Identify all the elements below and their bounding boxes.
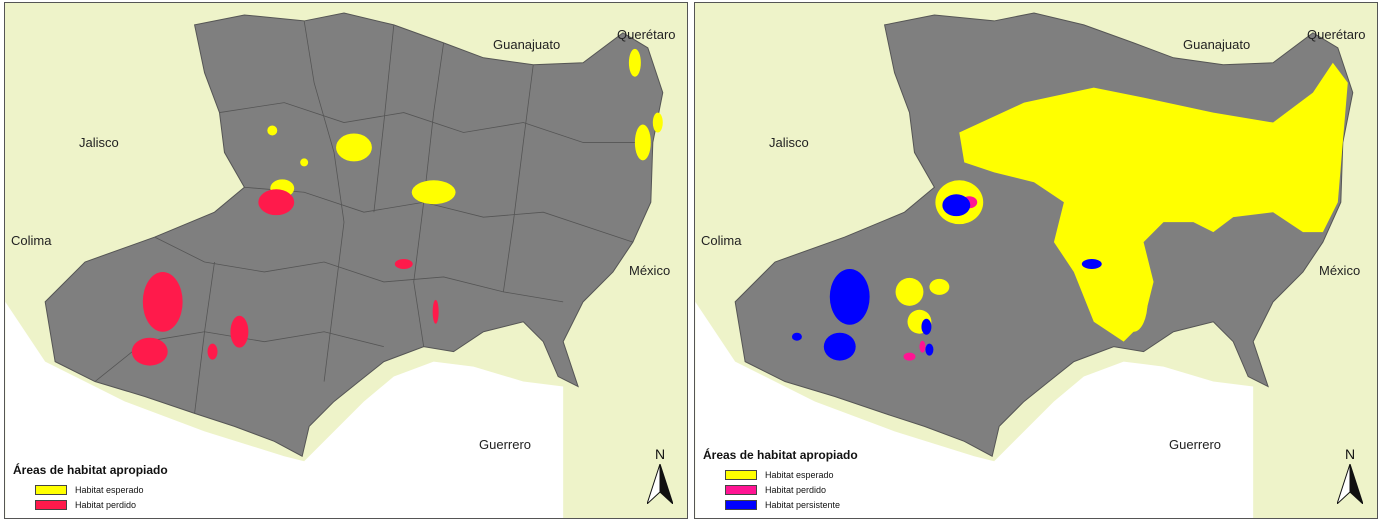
label-jalisco: Jalisco [79,135,119,150]
label-queretaro: Querétaro [1307,27,1366,42]
legend-item: Habitat perdido [35,499,168,511]
north-arrow-icon [1337,464,1363,504]
ocean [5,301,564,518]
legend-swatch-expected [725,470,757,480]
legend-swatch-lost [35,500,67,510]
map-panel-left: Guanajuato Querétaro Jalisco Colima Méxi… [4,2,688,519]
legend-item: Habitat perdido [725,484,858,496]
north-letter: N [1344,446,1356,462]
legend-title: Áreas de habitat apropiado [703,448,858,462]
label-guerrero: Guerrero [479,437,532,452]
michoacan-state [734,12,1354,457]
map-canvas-right [695,12,1354,518]
habitat-lost-left [131,189,439,366]
legend-label: Habitat esperado [765,470,834,480]
legend-label: Habitat esperado [75,485,144,495]
north-arrow-icon [647,464,673,504]
legend-swatch-expected [35,485,67,495]
label-colima: Colima [11,233,52,248]
ocean [695,301,1254,518]
north-letter: N [654,446,666,462]
michoacan-state [44,12,664,457]
map-panel-right: Guanajuato Querétaro Jalisco Colima Méxi… [694,2,1378,519]
legend-left: Áreas de habitat apropiado Habitat esper… [13,463,168,514]
label-guerrero: Guerrero [1169,437,1222,452]
legend-label: Habitat perdido [75,500,137,510]
legend-right: Áreas de habitat apropiado Habitat esper… [703,448,858,514]
label-jalisco: Jalisco [769,135,809,150]
habitat-persistent-right [791,194,1102,361]
label-guanajuato: Guanajuato [1183,37,1251,52]
label-queretaro: Querétaro [617,27,676,42]
map-canvas-left [5,12,664,518]
north-arrow: N [1337,446,1363,506]
legend-item: Habitat esperado [35,484,168,496]
label-mexico: México [1319,263,1361,278]
legend-label: Habitat perdido [765,485,827,495]
legend-label: Habitat persistente [765,500,841,510]
label-colima: Colima [701,233,742,248]
legend-swatch-lost [725,485,757,495]
legend-title: Áreas de habitat apropiado [13,463,168,477]
legend-swatch-persistent [725,500,757,510]
label-mexico: México [629,263,671,278]
legend-item: Habitat persistente [725,499,858,511]
legend-item: Habitat esperado [725,469,858,481]
north-arrow: N [647,446,673,506]
label-guanajuato: Guanajuato [493,37,561,52]
